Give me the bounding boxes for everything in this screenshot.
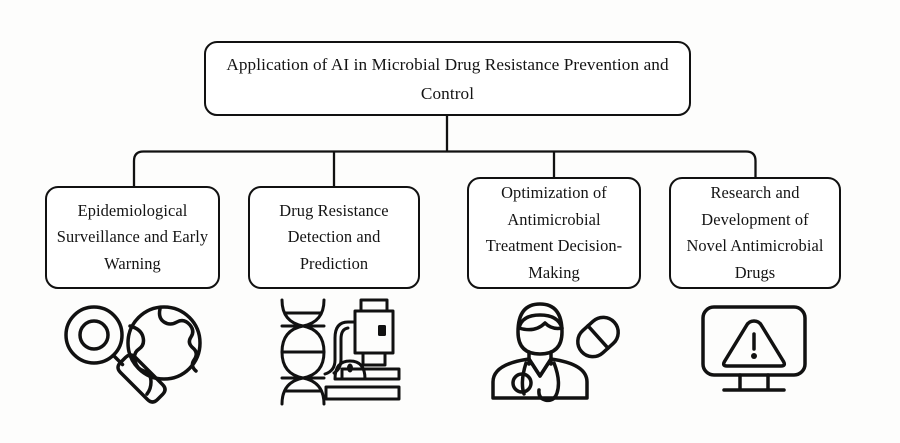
monitor-warning-icon (701, 305, 807, 392)
root-node-label: Application of AI in Microbial Drug Resi… (226, 54, 669, 103)
icon-slot-drug-resistance (272, 296, 402, 406)
magnifier-globe-icon (64, 305, 202, 404)
child-node-label: Research and Development of Novel Antimi… (686, 183, 824, 282)
child-node-epidemiological-surveillance[interactable]: Epidemiological Surveillance and Early W… (45, 186, 220, 289)
dna-microscope-icon (280, 298, 401, 406)
icon-slot-epidemiological (55, 300, 215, 404)
child-node-treatment-decision-optimization[interactable]: Optimization of Antimicrobial Treatment … (467, 177, 641, 289)
icon-slot-novel-drug-research (698, 303, 810, 396)
child-node-label: Optimization of Antimicrobial Treatment … (485, 183, 623, 282)
doctor-pill-icon (491, 302, 620, 403)
root-node[interactable]: Application of AI in Microbial Drug Resi… (204, 41, 691, 116)
child-node-label: Drug Resistance Detection and Prediction (279, 200, 389, 273)
connector-bus (132, 150, 757, 187)
child-node-label: Epidemiological Surveillance and Early W… (56, 200, 209, 273)
child-node-novel-drug-research[interactable]: Research and Development of Novel Antimi… (669, 177, 841, 289)
child-node-drug-resistance-detection[interactable]: Drug Resistance Detection and Prediction (248, 186, 420, 289)
icon-slot-treatment-decision (487, 300, 627, 403)
